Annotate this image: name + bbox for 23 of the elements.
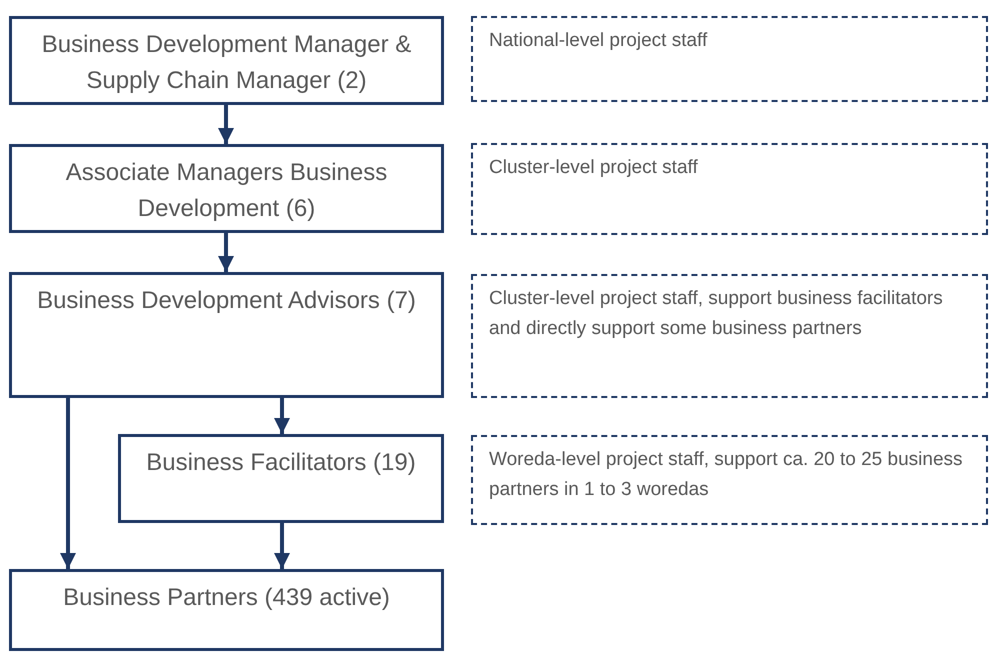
role-box (9, 272, 444, 398)
role-label: Business Facilitators (19) (146, 448, 416, 478)
note-text: Woreda-level project staff, support ca. 20 to 25 business partners in 1 to 3 woredas (489, 448, 964, 502)
note-box (471, 435, 988, 525)
role-box (118, 434, 444, 523)
role-label: Business Partners (439 active) (63, 583, 390, 613)
role-label: Business Development Advisors (7) (37, 286, 416, 316)
role-box (9, 16, 444, 105)
arrow (218, 233, 234, 272)
role-label: Associate Managers Business Development (6) (64, 158, 388, 224)
arrow (60, 398, 76, 569)
note-box (471, 16, 988, 102)
note-box (471, 143, 988, 235)
note-text: National-level project staff (489, 29, 708, 53)
note-box (471, 274, 988, 398)
note-text: Cluster-level project staff (489, 156, 698, 180)
arrow (274, 523, 290, 569)
role-box (9, 569, 444, 651)
role-label: Business Development Manager & Supply Chain Manager (2) (40, 30, 412, 96)
arrow (218, 105, 234, 144)
arrow (274, 398, 290, 434)
note-text: Cluster-level project staff, support business facilitators and directly support some business partners (489, 287, 944, 341)
role-box (9, 144, 444, 233)
